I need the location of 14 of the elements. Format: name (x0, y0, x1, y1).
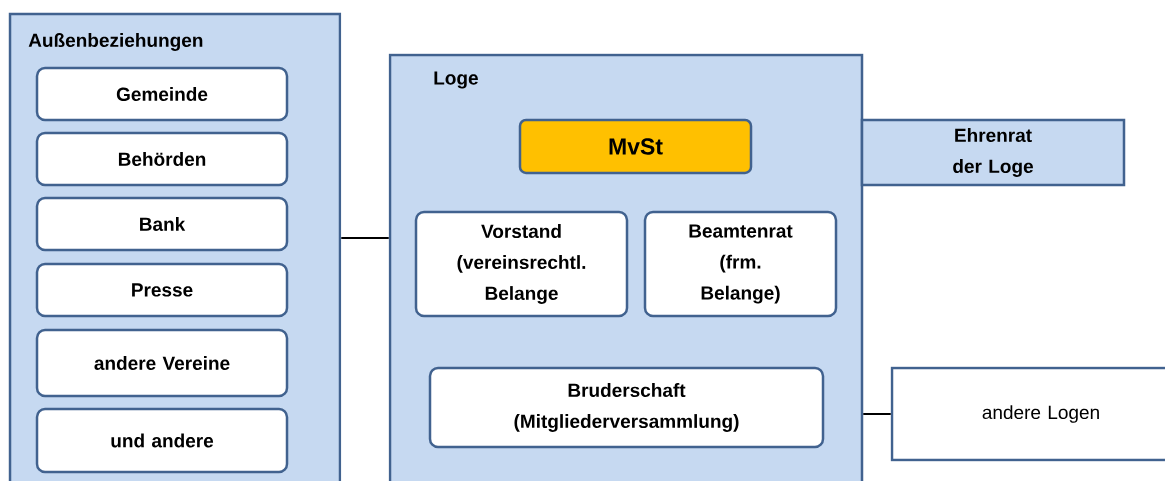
rounded-box: Presse (35, 262, 289, 318)
connector-line (862, 413, 892, 415)
connector-line (340, 237, 390, 239)
rounded-box: Beamtenrat (frm. Belange) (643, 210, 838, 318)
rounded-box: Gemeinde (35, 66, 289, 122)
rounded-box: andere Vereine (35, 328, 289, 398)
rounded-box: und andere (35, 407, 289, 474)
rounded-box: Behörden (35, 131, 289, 187)
rounded-box: Vorstand (vereinsrechtl. Belange (414, 210, 629, 318)
rounded-box: Bruderschaft (Mitgliederversammlung) (428, 366, 825, 449)
highlight-box: MvSt (518, 118, 753, 175)
plain-box: andere Logen (890, 366, 1165, 462)
side-box: Ehrenrat der Loge (860, 118, 1126, 187)
rounded-box: Bank (35, 196, 289, 252)
